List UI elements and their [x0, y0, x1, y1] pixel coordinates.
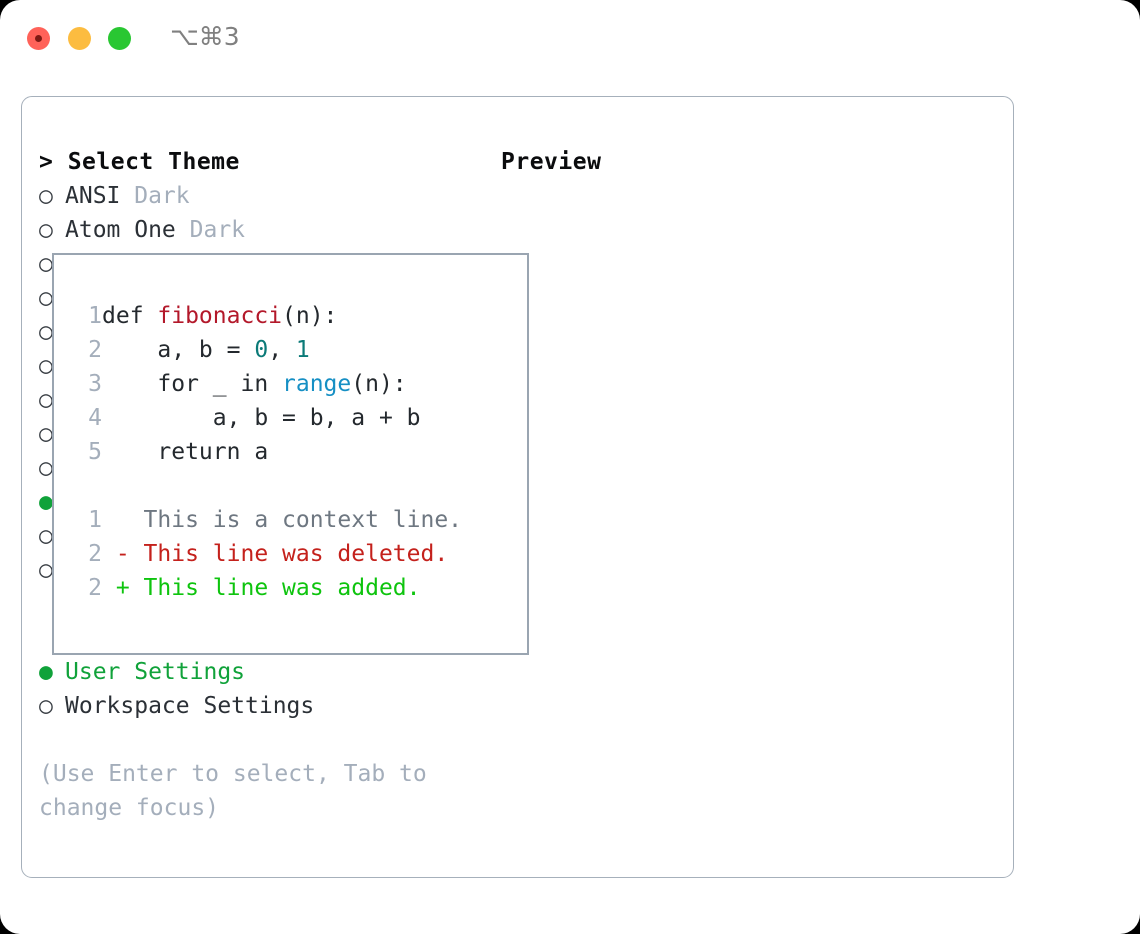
theme-list-item[interactable]: ○ Atom One Dark [39, 213, 499, 247]
code-token: 0 [254, 337, 269, 363]
theme-selector-panel: > Select Theme ○ANSI Dark○Atom One Dark○… [21, 96, 1014, 878]
code-line: 2 + This line was added. [72, 571, 462, 605]
code-token: a, b = b, a + b [102, 405, 421, 431]
code-line: 4 a, b = b, a + b [72, 401, 462, 435]
code-token: 1 [295, 337, 310, 363]
line-number: 1 [88, 303, 102, 329]
code-token: fibonacci [157, 303, 283, 329]
code-line: 1 This is a context line. [72, 503, 462, 537]
code-token: range [282, 371, 352, 397]
theme-category-tag: Dark [175, 217, 246, 243]
radio-unselected-icon[interactable]: ○ [39, 421, 53, 447]
code-line: 5 return a [72, 435, 462, 469]
radio-unselected-icon[interactable]: ○ [39, 251, 53, 277]
code-line: 2 - This line was deleted. [72, 537, 462, 571]
preview-heading: Preview [501, 149, 602, 175]
apply-to-list[interactable]: ● User Settings ○ Workspace Settings [39, 655, 499, 723]
close-window-button[interactable] [27, 27, 50, 50]
keyboard-hint-text: (Use Enter to select, Tab to change focu… [39, 761, 427, 821]
keyboard-shortcut-label: ⌥⌘3 [170, 22, 240, 51]
minimize-window-button[interactable] [68, 27, 91, 50]
radio-unselected-icon[interactable]: ○ [39, 285, 53, 311]
theme-name-label: Atom One [65, 217, 176, 243]
radio-unselected-icon[interactable]: ○ [39, 523, 53, 549]
theme-list-item[interactable]: ○ ANSI Dark [39, 179, 499, 213]
line-number: 2 [88, 541, 102, 567]
code-token: (n): [351, 371, 407, 397]
radio-unselected-icon[interactable]: ○ [39, 455, 53, 481]
line-number: 2 [88, 575, 102, 601]
code-token: , [268, 337, 296, 363]
radio-unselected-icon[interactable]: ○ [39, 693, 53, 719]
radio-unselected-icon[interactable]: ○ [39, 319, 53, 345]
apply-to-option[interactable]: ○ Workspace Settings [39, 689, 499, 723]
line-number: 4 [88, 405, 102, 431]
code-token: (n): [282, 303, 338, 329]
line-number: 2 [88, 337, 102, 363]
radio-unselected-icon[interactable]: ○ [39, 217, 53, 243]
code-token: + This line was added. [102, 575, 421, 601]
code-token: This is a context line. [102, 507, 463, 533]
code-token [102, 473, 116, 499]
code-token: - This line was deleted. [102, 541, 449, 567]
code-token: for _ in [102, 371, 283, 397]
code-token: def [102, 303, 158, 329]
radio-selected-icon[interactable]: ● [39, 659, 53, 685]
code-line: 1def fibonacci(n): [72, 299, 462, 333]
apply-to-option-label: Workspace Settings [65, 693, 315, 719]
code-line [72, 469, 462, 503]
title-bar: ⌥⌘3 [0, 0, 1140, 78]
line-number: 1 [88, 507, 102, 533]
code-line: 2 a, b = 0, 1 [72, 333, 462, 367]
preview-column: Preview [501, 145, 1001, 179]
maximize-window-button[interactable] [108, 27, 131, 50]
select-theme-heading: > Select Theme [39, 149, 240, 175]
code-line: 3 for _ in range(n): [72, 367, 462, 401]
line-number: 5 [88, 439, 102, 465]
radio-selected-icon[interactable]: ● [39, 489, 53, 515]
theme-name-label: ANSI [65, 183, 121, 209]
code-token: return a [102, 439, 269, 465]
radio-unselected-icon[interactable]: ○ [39, 557, 53, 583]
theme-category-tag: Dark [120, 183, 190, 209]
apply-to-option[interactable]: ● User Settings [39, 655, 499, 689]
radio-unselected-icon[interactable]: ○ [39, 387, 53, 413]
radio-unselected-icon[interactable]: ○ [39, 353, 53, 379]
code-token: a, b = [102, 337, 255, 363]
line-number: 3 [88, 371, 102, 397]
radio-unselected-icon[interactable]: ○ [39, 183, 53, 209]
apply-to-option-label: User Settings [65, 659, 246, 685]
